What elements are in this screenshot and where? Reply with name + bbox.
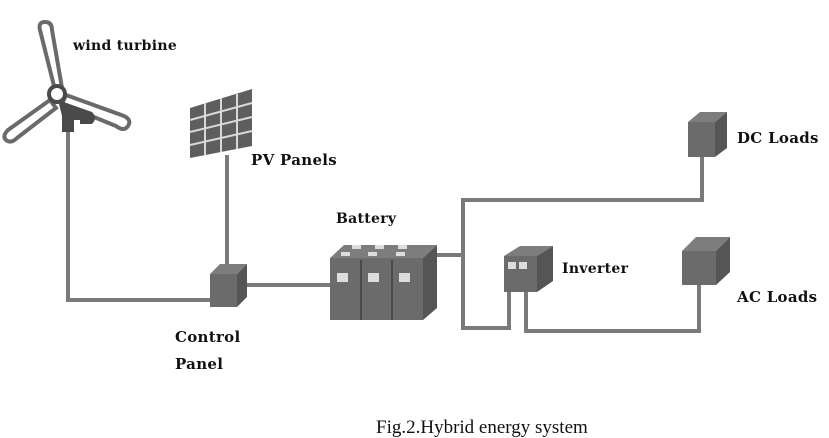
wire-inverter-to-acloads [524, 283, 701, 333]
wind-turbine-icon [2, 19, 132, 144]
ac-loads-box [682, 237, 730, 285]
label-battery: Battery [336, 211, 397, 227]
wire-turbine-to-control [66, 125, 210, 302]
control-panel-box [210, 264, 247, 307]
label-control-panel-line2: Panel [175, 355, 224, 373]
figure-caption: Fig.2.Hybrid energy system [376, 417, 588, 438]
label-control-panel-line1: Control [175, 328, 241, 346]
wires [66, 125, 704, 333]
label-dc-loads: DC Loads [737, 129, 819, 147]
inverter-box [504, 246, 553, 292]
label-inverter: Inverter [562, 261, 629, 277]
pv-panel-icon [189, 89, 253, 158]
dc-loads-box [688, 112, 727, 157]
wire-bus-to-inverter [463, 290, 511, 330]
label-wind-turbine: wind turbine [73, 38, 178, 54]
wire-bus-to-dcloads [461, 150, 704, 330]
battery-bank-icon [330, 245, 437, 320]
label-pv-panels: PV Panels [251, 151, 338, 169]
label-ac-loads: AC Loads [737, 288, 818, 306]
